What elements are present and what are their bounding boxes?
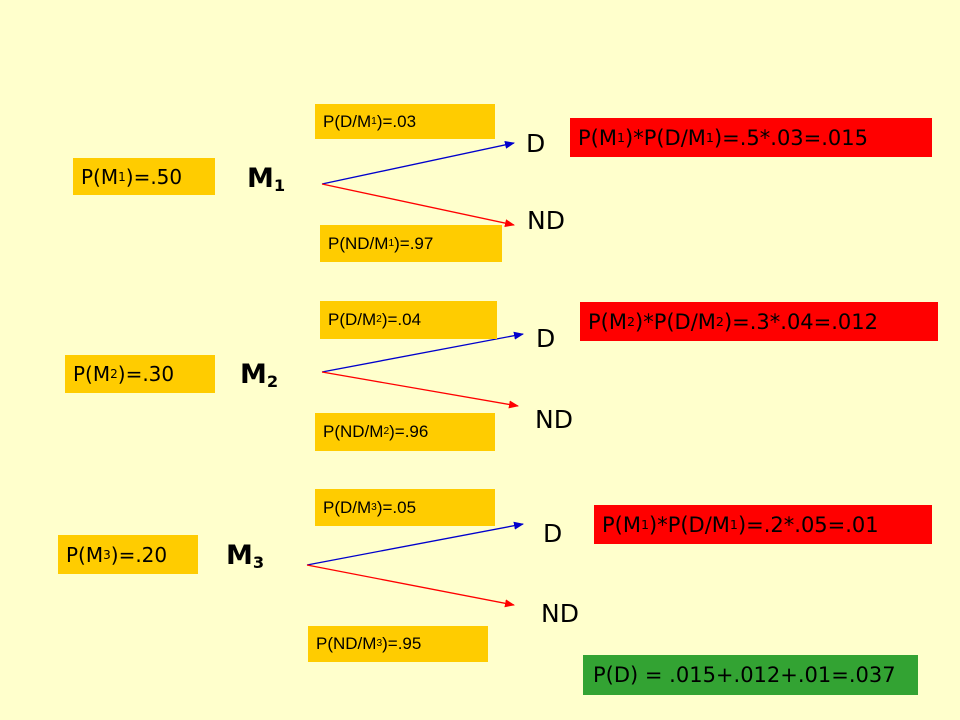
outcome-d-m3: D [543, 519, 563, 548]
arrow-m2-d [321, 331, 524, 373]
outcome-d-m2: D [536, 324, 556, 353]
outcome-nd-m2: ND [535, 405, 573, 434]
total-probability-text: P(D) = .015+.012+.01=.037 [593, 663, 896, 687]
outcome-d-m1: D [526, 129, 546, 158]
arrow-m3-nd [306, 564, 515, 608]
machine-m2-label: M2 [240, 359, 279, 392]
arrow-m3-d [306, 521, 524, 566]
arrow-m1-nd [321, 183, 515, 228]
total-probability-box: P(D) = .015+.012+.01=.037 [583, 655, 918, 695]
arrow-m2-nd [321, 371, 519, 409]
machine-m3-label: M3 [226, 540, 265, 573]
outcome-nd-m1: ND [527, 206, 565, 235]
outcome-nd-m3: ND [541, 599, 579, 628]
arrow-m1-d [321, 140, 515, 185]
machine-m1-label: M1 [247, 163, 286, 196]
